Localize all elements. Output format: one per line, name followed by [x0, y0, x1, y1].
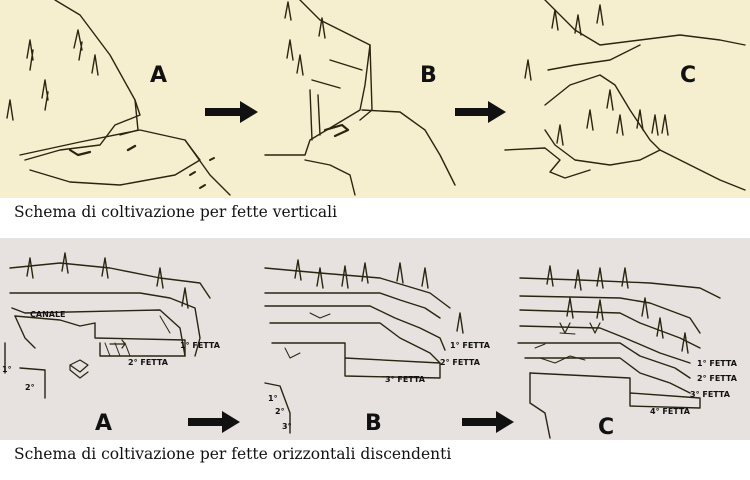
label-b-top: B	[420, 63, 437, 88]
label-b-step-2: 2°	[275, 407, 285, 416]
tree-icon	[524, 4, 669, 146]
label-b-2-fetta: 2° FETTA	[440, 358, 481, 367]
tree-icon	[284, 1, 326, 76]
horizontal-slices-sketch: CANALE 1° FETTA 2° FETTA 1° 2° A	[2, 252, 738, 440]
tree-icon	[26, 252, 189, 309]
scene-a-top	[6, 0, 231, 196]
arrow-right-icon	[188, 411, 240, 433]
label-a-bottom: A	[95, 411, 112, 436]
label-a-1-fetta: 1° FETTA	[180, 341, 221, 350]
label-a-step-2: 2°	[25, 383, 35, 392]
label-b-step-3: 3°	[282, 422, 292, 431]
tree-icon	[294, 259, 464, 334]
vertical-slices-diagram: A B	[0, 0, 750, 198]
label-c-3-fetta: 3° FETTA	[690, 390, 731, 399]
label-canale: CANALE	[30, 310, 66, 319]
label-b-bottom: B	[365, 411, 382, 436]
scene-a-bottom	[4, 252, 211, 399]
label-c-1-fetta: 1° FETTA	[697, 359, 738, 368]
tree-icon	[6, 29, 99, 121]
scene-c-top	[504, 0, 746, 191]
caption-horizontal-slices: Schema di coltivazione per fette orizzon…	[14, 445, 452, 463]
horizontal-slices-diagram: CANALE 1° FETTA 2° FETTA 1° 2° A	[0, 238, 750, 440]
arrow-right-icon	[462, 411, 514, 433]
scene-b-top	[264, 0, 456, 196]
label-a-top: A	[150, 63, 167, 88]
label-c-4-fetta: 4° FETTA	[650, 407, 691, 416]
tree-icon	[546, 265, 689, 354]
label-b-step-1: 1°	[268, 394, 278, 403]
scene-c-bottom	[517, 265, 721, 439]
scene-b-bottom	[264, 259, 464, 434]
caption-vertical-slices: Schema di coltivazione per fette vertica…	[14, 203, 338, 221]
label-a-2-fetta: 2° FETTA	[128, 358, 169, 367]
label-b-3-fetta: 3° FETTA	[385, 375, 426, 384]
arrow-right-icon	[455, 101, 506, 123]
label-c-top: C	[680, 63, 696, 88]
vertical-slices-sketch: A B	[6, 0, 746, 196]
label-a-step-1: 1°	[2, 365, 12, 374]
label-c-2-fetta: 2° FETTA	[697, 374, 738, 383]
label-b-1-fetta: 1° FETTA	[450, 341, 491, 350]
label-c-bottom: C	[598, 415, 614, 440]
arrow-right-icon	[205, 101, 258, 123]
